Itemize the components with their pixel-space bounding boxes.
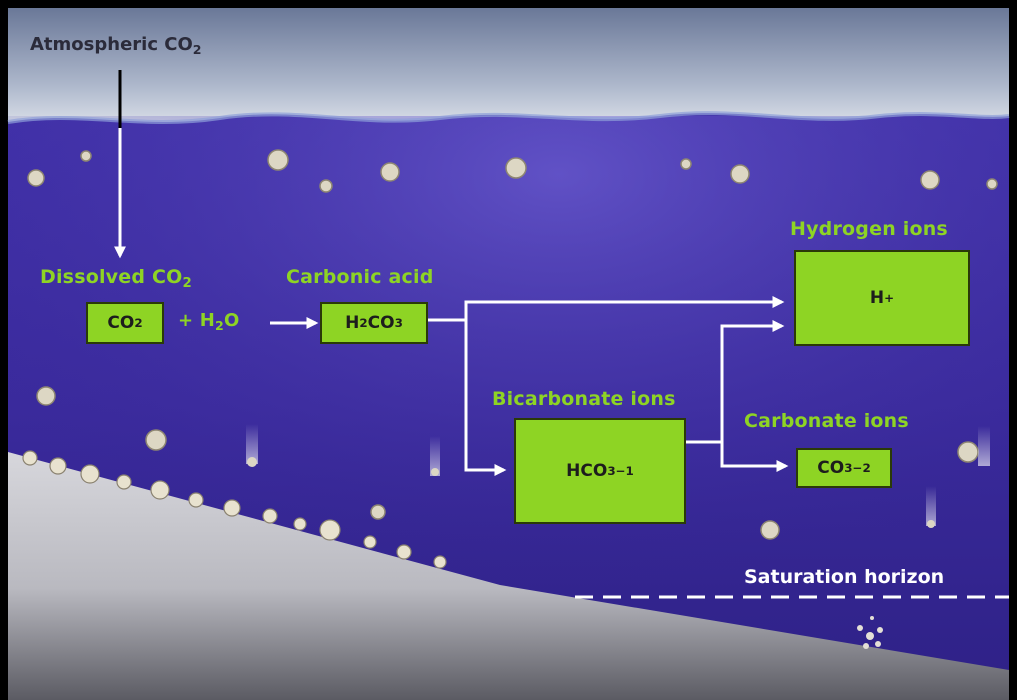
hydrogen-ions-label: Hydrogen ions [790, 218, 948, 240]
saturation-horizon-label: Saturation horizon [744, 566, 945, 588]
seabed-shells [22, 450, 447, 569]
bicarbonate-ions-label: Bicarbonate ions [492, 388, 676, 410]
carbonate-ions-label: Carbonate ions [744, 410, 909, 432]
carbonic-to-bicarbonate-arrow [464, 320, 507, 476]
bicarbonate-to-hydrogen-arrow [684, 320, 785, 444]
floating-shells [27, 149, 998, 540]
wave-crest [7, 111, 1010, 124]
dissolving-shell [857, 616, 883, 649]
atmospheric-co2-label: Atmospheric CO2 [30, 34, 202, 57]
dissolved-co2-label: Dissolved CO2 [40, 266, 192, 291]
seabed [8, 452, 1009, 700]
h-plus-box: H+ [794, 250, 970, 346]
carbonic-acid-label: Carbonic acid [286, 266, 434, 288]
bicarbonate-to-carbonate-arrow [720, 442, 789, 472]
carbonic-to-hydrogen-arrow [428, 296, 785, 322]
water-term: + H2O [178, 310, 240, 333]
sinking-particles [246, 424, 990, 528]
